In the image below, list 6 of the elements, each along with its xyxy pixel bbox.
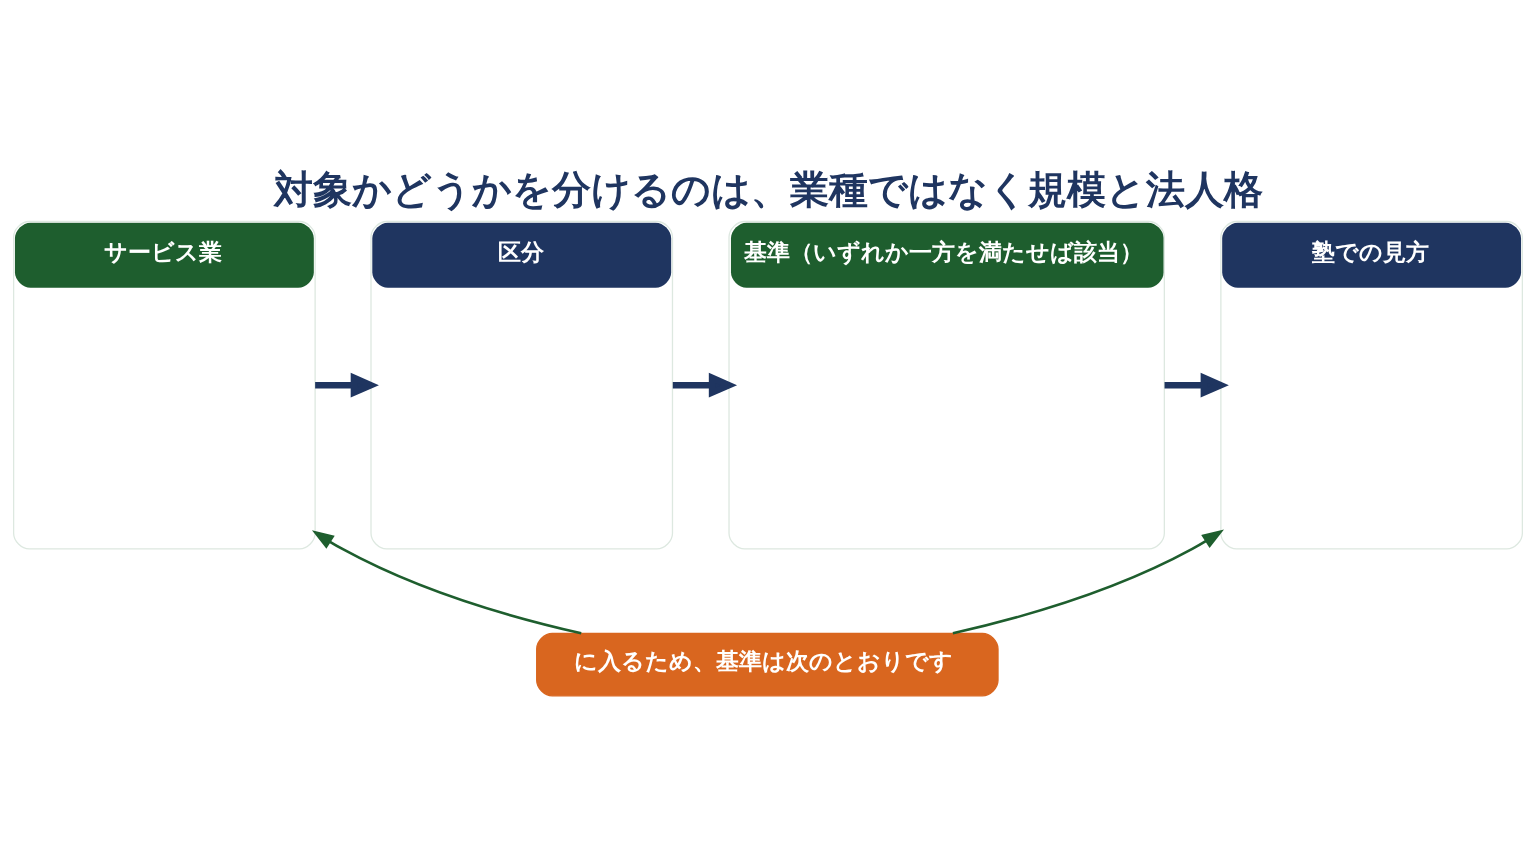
arrow [672,372,738,398]
diagram-title: 対象かどうかを分けるのは、業種ではなく規模と法人格 [273,167,1263,213]
node-box: に入るため、基準は次のとおりです [536,632,999,697]
arrow [311,530,582,635]
arrow [952,529,1224,635]
arrow [1164,372,1229,398]
